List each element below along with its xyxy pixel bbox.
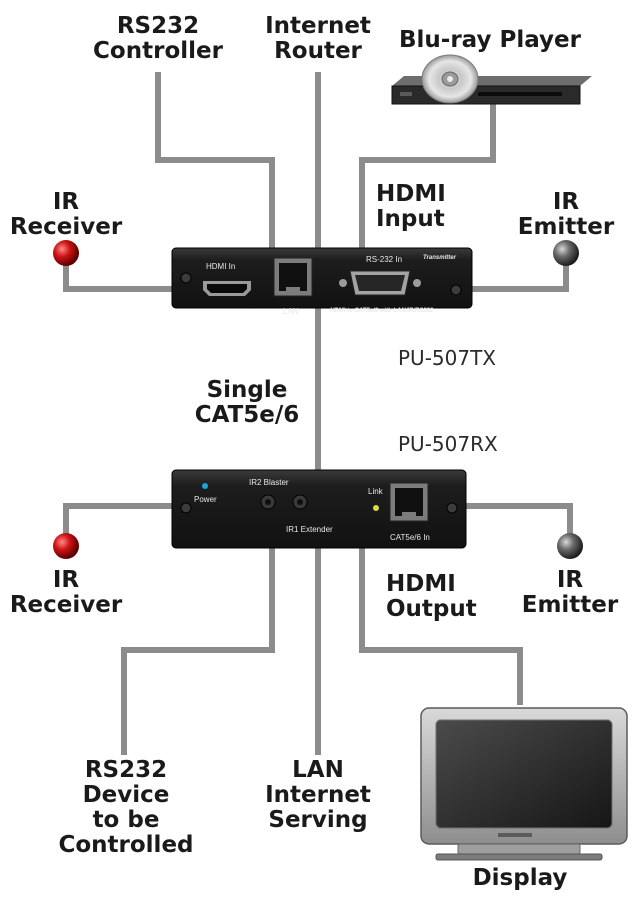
ir-receiver-top-label: IR Receiver <box>2 190 130 240</box>
label-line: Receiver <box>9 214 123 240</box>
label-line: Internet <box>265 782 371 808</box>
rs232-device-label: RS232 Device to be Controlled <box>54 758 198 858</box>
screw-icon <box>446 502 458 514</box>
tx-rs232-label: RS-232 In <box>366 255 402 264</box>
ir-emitter-top-icon <box>553 240 579 266</box>
ir-receiver-bottom-icon <box>53 533 79 559</box>
internet-router-label: Internet Router <box>258 14 378 64</box>
ir-receiver-bottom-label: IR Receiver <box>2 568 130 618</box>
rx-cat-label: CAT5e/6 In <box>390 533 430 542</box>
bluray-player-image <box>391 54 592 105</box>
ir-emitter-bottom-icon <box>557 533 583 559</box>
label-line: Input <box>376 206 445 232</box>
cable-ir-receiver-top <box>63 264 178 292</box>
rj45-port-icon <box>273 257 313 297</box>
bluray-player-label: Blu-ray Player <box>399 27 581 53</box>
label-line: Single <box>206 377 288 403</box>
cable-ir-emitter-top <box>465 264 569 292</box>
label-line: HDMI <box>386 571 456 597</box>
rx-ir1-label: IR1 Extender <box>286 525 333 534</box>
rj45-port-icon <box>389 482 429 522</box>
label-line: Output <box>386 596 477 622</box>
rs232-controller-label: RS232 Controller <box>88 14 228 64</box>
label-line: Serving <box>268 807 368 833</box>
transmitter-device: HDMI In LAN RS-232 In Transmitter HDMI t… <box>171 247 473 316</box>
label-line: IR <box>552 189 580 215</box>
cable-ir-receiver-bottom <box>63 503 178 535</box>
label-line: Emitter <box>517 214 615 240</box>
label-line: IR <box>52 567 80 593</box>
display-label: Display <box>472 865 568 891</box>
cable-ir-emitter-bottom <box>462 503 573 535</box>
label-line: Router <box>274 38 362 64</box>
hdmi-input-label: HDMI Input <box>376 182 448 232</box>
label-line: to be <box>92 807 160 833</box>
label-line: Emitter <box>521 592 619 618</box>
tx-hdmi-in-label: HDMI In <box>206 262 235 271</box>
rx-ir2-label: IR2 Blaster <box>249 478 289 487</box>
db9-port-icon <box>339 270 421 296</box>
hdmi-port-icon <box>203 281 251 296</box>
rx-model-label: PU-507RX <box>398 432 498 456</box>
power-led-icon <box>202 483 208 489</box>
display-image <box>420 707 628 861</box>
cable-bluray-hdmi <box>359 104 496 248</box>
label-line: RS232 <box>84 757 168 783</box>
label-line: RS232 <box>116 13 200 39</box>
tx-caption: HDMI to CAT5e/6 with LAN/IR/RS232 <box>330 308 434 314</box>
label-line: Controller <box>93 38 223 64</box>
ir-emitter-bottom-label: IR Emitter <box>520 568 620 618</box>
label-line: CAT5e/6 <box>194 402 300 428</box>
tx-lan-label: LAN <box>283 307 299 316</box>
cable-hdmi-output <box>359 548 523 705</box>
rx-power-label: Power <box>194 495 217 504</box>
label-line: Receiver <box>9 592 123 618</box>
label-line: Device <box>82 782 170 808</box>
hdmi-output-label: HDMI Output <box>386 572 482 622</box>
link-led-icon <box>373 505 379 511</box>
cable-rs232-device <box>121 548 275 755</box>
cable-rs232-controller <box>155 72 275 248</box>
receiver-device: Power IR2 Blaster IR1 Extender Link CAT5… <box>171 469 467 549</box>
single-cat-label: Single CAT5e/6 <box>186 378 308 428</box>
label-line: Internet <box>265 13 371 39</box>
label-line: IR <box>556 567 584 593</box>
screw-icon <box>180 272 192 284</box>
tx-model-label: PU-507TX <box>398 346 497 370</box>
label-line: LAN <box>292 757 344 783</box>
label-line: Controlled <box>58 832 194 858</box>
label-line: IR <box>52 189 80 215</box>
lan-internet-label: LAN Internet Serving <box>262 758 374 833</box>
label-line: HDMI <box>376 181 446 207</box>
screw-icon <box>180 502 192 514</box>
tx-badge-label: Transmitter <box>423 255 457 261</box>
ir-emitter-top-label: IR Emitter <box>516 190 616 240</box>
screw-icon <box>450 284 462 296</box>
rx-link-label: Link <box>368 487 384 496</box>
cables <box>63 72 573 755</box>
ir-receiver-top-icon <box>53 240 79 266</box>
